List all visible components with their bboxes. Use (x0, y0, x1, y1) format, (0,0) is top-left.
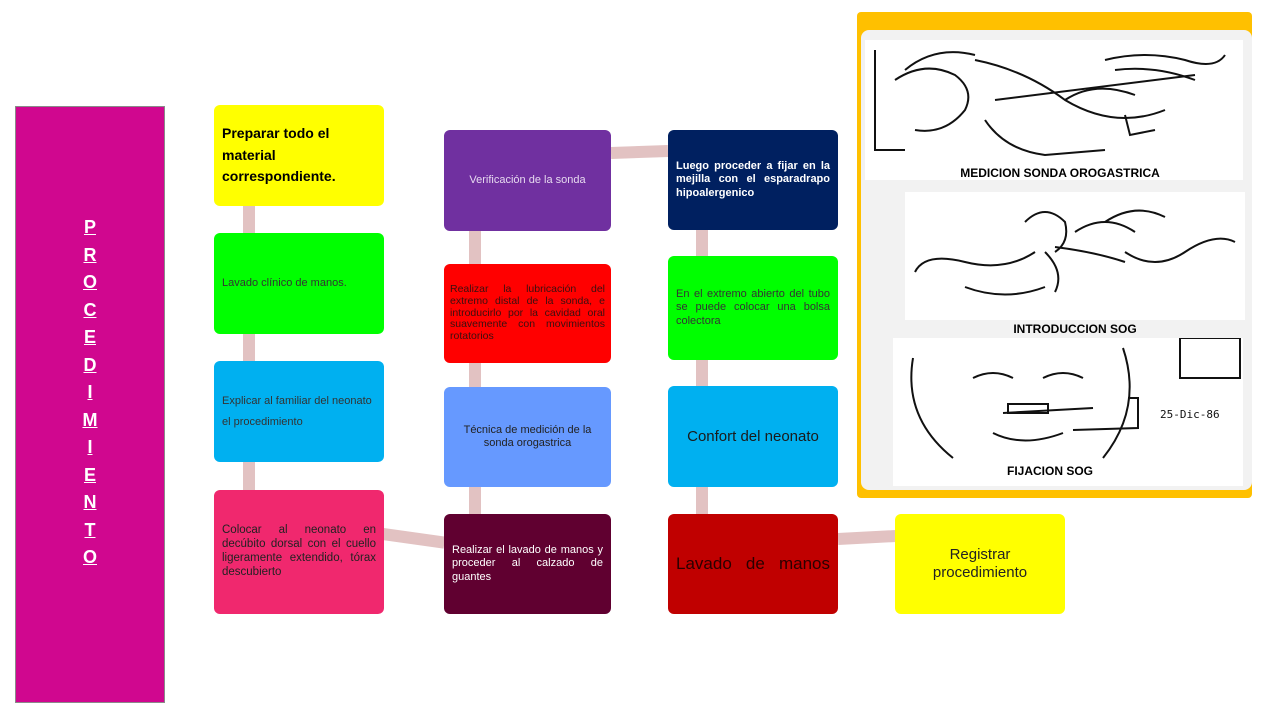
sidebar-letter: C (83, 299, 97, 320)
medicion-illustration (865, 40, 1243, 180)
step-tecnica-medicion: Técnica de medición de la sonda orogastr… (444, 387, 611, 487)
step-bolsa-colectora: En el extremo abierto del tubo se puede … (668, 256, 838, 360)
step-preparar-material: Preparar todo el material correspondient… (214, 105, 384, 206)
step-text: Lavado de manos (676, 553, 830, 573)
caption-medicion: MEDICION SONDA OROGASTRICA (960, 166, 1160, 180)
infant-face-tape-drawing: 25-Dic-86 (910, 337, 1241, 459)
step-lubricacion-sonda: Realizar la lubricación del extremo dist… (444, 264, 611, 363)
connector (696, 230, 708, 256)
connector (837, 529, 897, 545)
step-text: Técnica de medición de la sonda orogastr… (463, 423, 592, 449)
connector (243, 206, 255, 233)
connector (610, 145, 669, 159)
connector (469, 487, 481, 514)
step-text: En el extremo abierto del tubo se puede … (676, 288, 830, 327)
step-text: Colocar al neonato en decúbito dorsal co… (222, 524, 376, 578)
connector (696, 360, 708, 386)
step-text: Lavado clínico de manos. (222, 277, 347, 290)
step-text: Luego proceder a fijar en la mejilla con… (676, 160, 830, 199)
step-text: Realizar la lubricación del extremo dist… (450, 283, 605, 343)
connector (469, 363, 481, 387)
sidebar-letter: O (82, 272, 97, 292)
connector (243, 462, 255, 490)
step-text: Explicar al familiar del neonato el proc… (222, 394, 372, 428)
step-text: Realizar el lavado de manos y proceder a… (452, 544, 603, 583)
caption-introduccion: INTRODUCCION SOG (1013, 322, 1137, 336)
step-verificacion-sonda: Verificación de la sonda (444, 130, 611, 231)
step-realizar-lavado-guantes: Realizar el lavado de manos y proceder a… (444, 514, 611, 614)
connector (382, 528, 446, 549)
step-lavado-manos: Lavado de manos (668, 514, 838, 614)
sidebar-letter: O (82, 547, 97, 567)
step-text: Verificación de la sonda (469, 173, 586, 186)
sidebar-letter: N (83, 492, 97, 512)
sidebar-letter: E (83, 327, 96, 347)
step-confort-neonato: Confort del neonato (668, 386, 838, 487)
connector (469, 231, 481, 264)
tape-date-label: 25-Dic-86 (1160, 408, 1220, 421)
step-explicar-familiar: Explicar al familiar del neonato el proc… (214, 361, 384, 462)
connector (696, 487, 708, 514)
introduccion-illustration (905, 192, 1245, 320)
caption-fijacion: FIJACION SOG (1006, 464, 1093, 478)
sidebar-letter: E (83, 464, 96, 485)
sidebar-letter: P (83, 217, 96, 237)
step-colocar-neonato: Colocar al neonato en decúbito dorsal co… (214, 490, 384, 614)
connector (243, 334, 255, 361)
step-fijar-mejilla: Luego proceder a fijar en la mejilla con… (668, 130, 838, 230)
sidebar-letter: M (82, 409, 98, 430)
step-text: Registrar procedimiento (932, 546, 1028, 581)
step-text: Confort del neonato (687, 427, 819, 445)
sidebar-letter: T (84, 519, 96, 540)
sidebar-letter: I (87, 437, 93, 457)
step-registrar-procedimiento: Registrar procedimiento (895, 514, 1065, 614)
step-lavado-clinico: Lavado clínico de manos. (214, 233, 384, 334)
hands-measuring-tube-drawing (874, 50, 1226, 157)
sidebar-letter: D (83, 354, 97, 375)
infant-tube-insertion-drawing (914, 209, 1236, 296)
sidebar-letter: R (83, 244, 97, 265)
sidebar-letter: I (87, 382, 93, 402)
step-text: Preparar todo el material correspondient… (222, 124, 336, 185)
fijacion-illustration: 25-Dic-86 (893, 337, 1243, 486)
